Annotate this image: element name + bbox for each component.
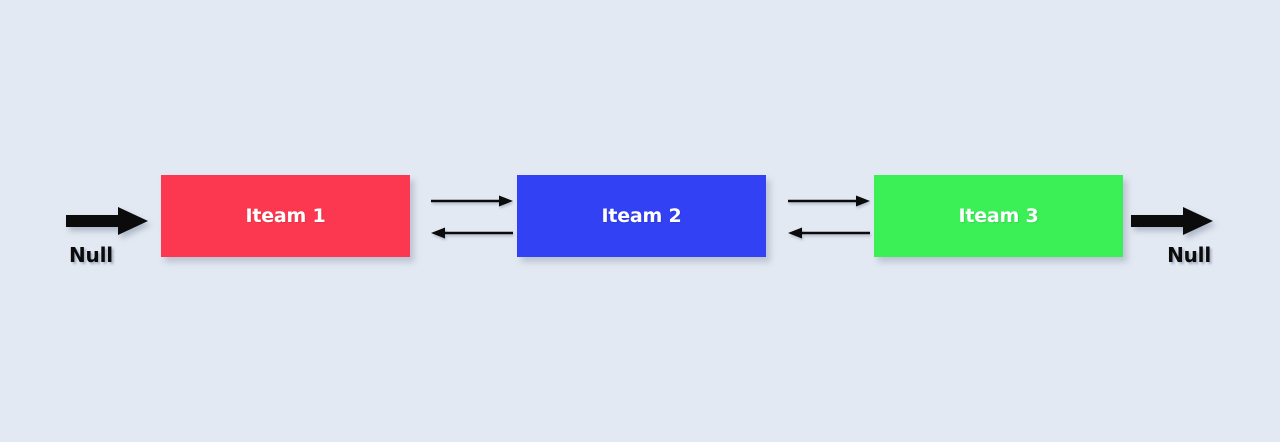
- terminal-null-left: Null: [66, 206, 148, 267]
- link-node2-node3: [788, 190, 870, 246]
- arrow-right-icon: [788, 194, 870, 208]
- null-label-right: Null: [1167, 243, 1211, 267]
- list-node-3-label: Iteam 3: [958, 205, 1039, 227]
- arrow-left-icon: [788, 226, 870, 240]
- arrow-left-icon: [431, 226, 513, 240]
- thick-arrow-right-icon: [1131, 206, 1213, 236]
- terminal-null-right: Null: [1131, 206, 1213, 267]
- thick-arrow-right-icon: [66, 206, 148, 236]
- list-node-2-label: Iteam 2: [601, 205, 682, 227]
- list-node-3[interactable]: Iteam 3: [874, 175, 1123, 257]
- arrow-right-icon: [431, 194, 513, 208]
- list-node-2[interactable]: Iteam 2: [517, 175, 766, 257]
- link-node1-node2: [431, 190, 513, 246]
- null-label-left: Null: [69, 243, 113, 267]
- list-node-1[interactable]: Iteam 1: [161, 175, 410, 257]
- list-node-1-label: Iteam 1: [245, 205, 326, 227]
